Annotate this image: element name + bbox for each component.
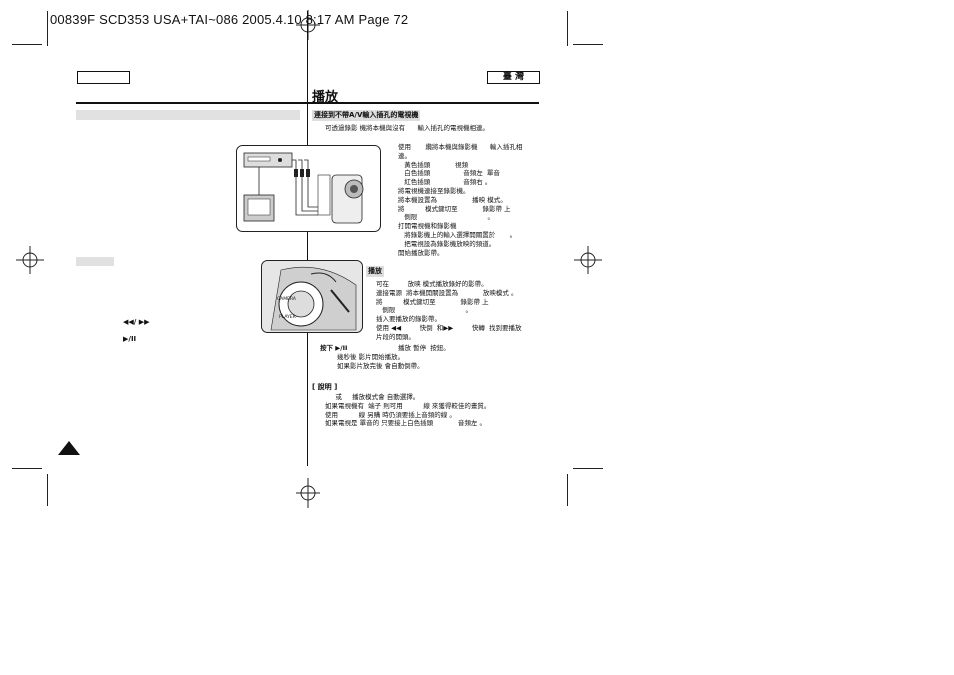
note-line: 使用 線 另購 時仍須要插上音頻的線 。 (325, 410, 456, 419)
step-line: 片段的開頭。 (376, 332, 415, 341)
step-line: 將本機設置為 播映 模式。 (398, 195, 507, 204)
notes-list: 或 播放模式會 自動選擇。 如果電視機有 端子 則可用 線 來獲得較佳的畫質。 … (325, 393, 490, 428)
rew-ff-buttons: ◀◀/ ▶▶ (123, 318, 150, 326)
left-subhead-bar (76, 257, 114, 266)
press-play-sub: 幾秒後 影片開始播放。 如果影片放完後 會自動倒帶。 (337, 353, 424, 371)
plug-icons (294, 169, 310, 177)
dial-camera-label: CAMERA (277, 296, 297, 302)
crop-mark (573, 468, 603, 469)
step-line: 使用 ◀◀ 快倒 和▶▶ 快轉 找到要播放 (376, 323, 522, 332)
step-line: 連接電源 將本機開關設置為 放映模式 。 (376, 288, 518, 297)
camcorder-illustration (317, 174, 364, 224)
crop-mark (567, 11, 568, 46)
step-line: 側限 。 (398, 213, 494, 222)
vcr-illustration (243, 152, 293, 168)
step-line: 將 模式鍵切至 錄影帶 上 (376, 297, 489, 306)
crop-mark (12, 468, 42, 469)
crop-mark (567, 474, 568, 506)
registration-mark (574, 246, 602, 274)
mode-dial-illustration: CAMERA PLAYER (261, 260, 363, 333)
step-line: 使用 纜將本機與錄影機 輸入插孔相 (398, 143, 523, 151)
subhead-playback: 播放 (366, 266, 384, 277)
registration-mark (16, 246, 44, 274)
note-line: 如果電視是 單音的 只要接上白色插頭 音頻左 。 (325, 419, 486, 428)
step-line: 可在 放映 模式播放錄好的影帶。 (376, 280, 488, 288)
connect-steps: 使用 纜將本機與錄影機 輸入插孔相 連。 黃色插頭 視頻 白色插頭 音頻左 單音… (398, 143, 522, 257)
note-line: 或 播放模式會 自動選擇。 (325, 393, 420, 401)
crop-mark (47, 474, 48, 506)
left-header-bar (76, 110, 300, 120)
print-slug: 00839F SCD353 USA+TAI~086 2005.4.10 8:17… (50, 12, 409, 27)
page-marker-triangle (58, 441, 80, 455)
sub-line: 如果影片放完後 會自動倒帶。 (337, 361, 424, 370)
press-play-text: 播放 暫停 按鈕。 (398, 344, 450, 352)
step-line: 打開電視機和錄影機 (398, 222, 457, 231)
step-line: 把電視設為錄影機放映的頻道。 (398, 239, 496, 248)
left-language-box (77, 71, 130, 84)
registration-mark (296, 10, 320, 40)
crop-mark (47, 11, 48, 46)
registration-mark (296, 478, 320, 508)
press-play-prefix: 按下 ▶/II (320, 344, 348, 352)
language-tag: 臺 灣 (487, 71, 540, 84)
connection-diagram (236, 145, 381, 232)
page-divider (307, 11, 308, 466)
sub-line: 幾秒後 影片開始播放。 (337, 353, 405, 361)
step-line: 將 模式鍵切至 錄影帶 上 (398, 204, 511, 213)
notes-label: [ 說明 ] (312, 383, 338, 391)
step-line: 連。 (398, 151, 411, 160)
step-line: 將電視機連接至錄影機。 (398, 186, 470, 195)
crop-mark (573, 44, 603, 45)
dial-player-label: PLAYER (279, 314, 296, 320)
playback-steps: 可在 放映 模式播放錄好的影帶。 連接電源 將本機開關設置為 放映模式 。 將 … (376, 280, 522, 342)
step-line: 側限 。 (376, 306, 472, 315)
step-line: 白色插頭 音頻左 單音 (398, 169, 500, 178)
page-title: 播放 (312, 90, 339, 105)
connect-intro: 可透過錄影 機將本機與沒有 輸入插孔的電視機相連。 (325, 124, 489, 132)
play-pause-button: ▶/II (123, 335, 137, 343)
step-line: 將錄影機上的輸入選擇開關置於 。 (398, 230, 517, 239)
step-line: 黃色插頭 視頻 (398, 160, 468, 169)
step-line: 開始播放影帶。 (398, 248, 444, 257)
step-line: 紅色插頭 音頻右 。 (398, 178, 492, 187)
crop-mark (12, 44, 42, 45)
tv-illustration (243, 194, 275, 222)
subhead-connect: 連接到不帶A/V輸入插孔的電視機 (312, 110, 421, 121)
note-line: 如果電視機有 端子 則可用 線 來獲得較佳的畫質。 (325, 401, 491, 410)
step-line: 插入要播放的錄影帶。 (376, 315, 441, 324)
